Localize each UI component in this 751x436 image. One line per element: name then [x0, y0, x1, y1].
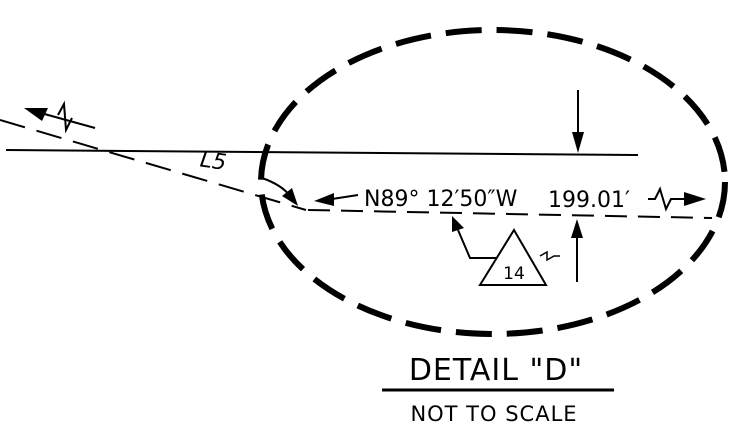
bearing-arrowhead: [314, 193, 334, 206]
dashed-line-l5: [0, 119, 307, 211]
bearing-label: N89° 12′50″W: [364, 187, 518, 212]
break-symbol-left: [57, 100, 73, 134]
detail-title: DETAIL "D": [409, 353, 583, 388]
detail-boundary-ellipse: [258, 27, 728, 337]
l5-leader-arrowhead: [282, 188, 298, 206]
segment-label-l5: L5: [198, 147, 227, 175]
right-arrowhead: [684, 192, 706, 206]
vertical-arrowhead: [572, 132, 584, 153]
break-symbol-right: [648, 186, 684, 212]
dashed-bearing-line: [307, 209, 713, 219]
bearing-arrow-line: [331, 194, 359, 200]
detail-subtitle: NOT TO SCALE: [410, 402, 577, 426]
note-squiggle: [539, 250, 560, 262]
vertical-up-arrowhead: [571, 219, 583, 238]
left-arrowhead: [24, 108, 48, 121]
note-number: 14: [503, 264, 525, 284]
note-leader-arrowhead: [452, 216, 464, 232]
solid-boundary-line: [5, 149, 639, 156]
distance-label: 199.01′: [548, 188, 630, 213]
note-leader-line: [457, 229, 497, 259]
